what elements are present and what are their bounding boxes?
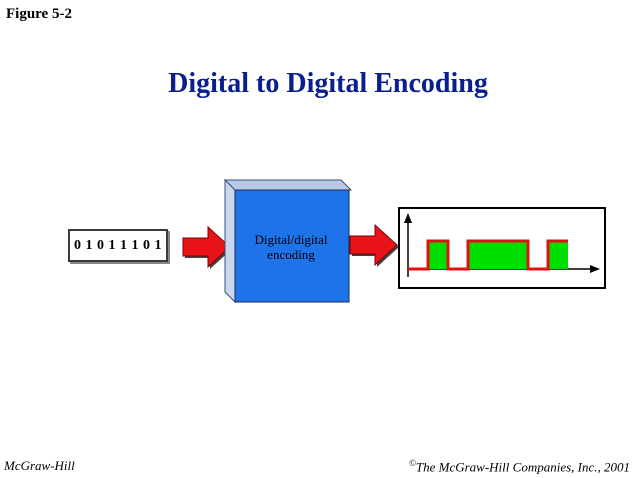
signal-high-bit	[488, 241, 508, 269]
x-axis-arrowhead	[590, 265, 600, 273]
encoder-label: Digital/digital encoding	[236, 232, 346, 262]
encoder-label-line2: encoding	[267, 247, 315, 262]
encoder-block	[223, 178, 353, 306]
encoder-label-line1: Digital/digital	[254, 232, 328, 247]
signal-waveform	[408, 239, 568, 271]
signal-high-bit	[428, 241, 448, 269]
figure-label: Figure 5-2	[6, 6, 72, 22]
digital-signal-plot	[404, 213, 600, 277]
publisher-left: McGraw-Hill	[4, 458, 75, 473]
page-title: Digital to Digital Encoding	[168, 68, 488, 99]
copyright-notice: ©The McGraw-Hill Companies, Inc., 2001	[409, 458, 630, 475]
copyright-symbol: ©	[409, 458, 416, 468]
y-axis-arrowhead	[404, 213, 412, 223]
signal-high-bit	[548, 241, 568, 269]
arrow-right-icon	[349, 223, 399, 267]
copyright-text: The McGraw-Hill Companies, Inc., 2001	[415, 459, 630, 475]
arrow-right-icon	[182, 225, 232, 269]
digital-signal-box	[398, 207, 606, 289]
bit-sequence: 0 1 0 1 1 1 0 1	[74, 237, 162, 253]
signal-high-bit	[508, 241, 528, 269]
signal-high-bit	[468, 241, 488, 269]
bit-sequence-box: 0 1 0 1 1 1 0 1	[68, 229, 168, 262]
